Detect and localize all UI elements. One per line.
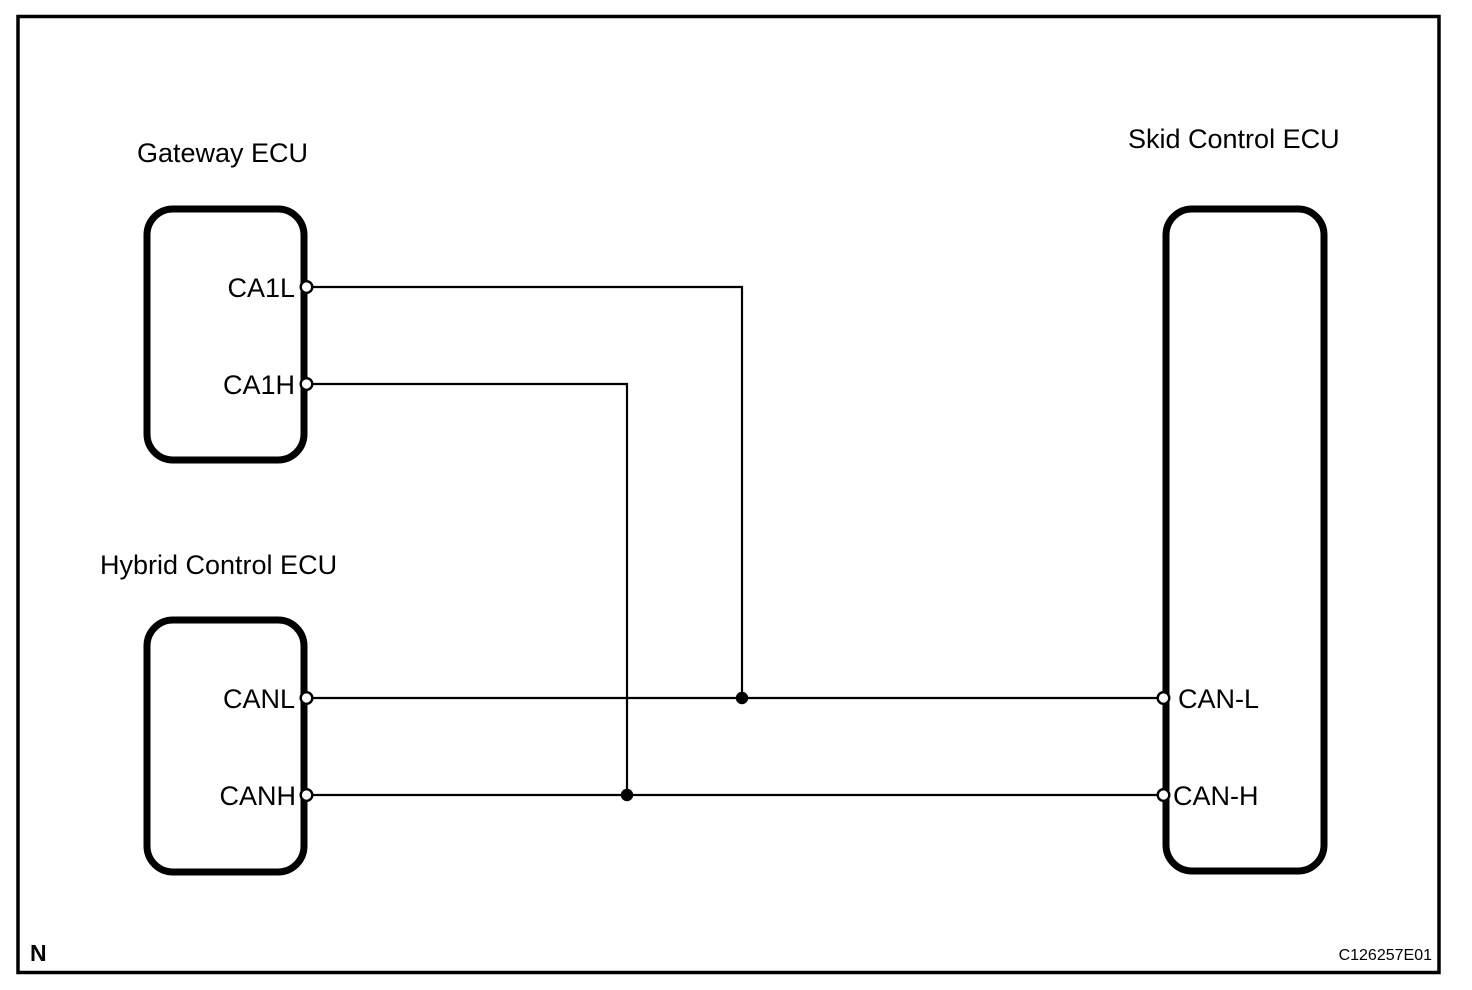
wire-ca1h-to-canh-bus	[306, 382, 629, 795]
gateway-ecu-title: Gateway ECU	[137, 138, 308, 168]
page-border	[16, 14, 1441, 975]
skid-ecu-box	[1162, 205, 1328, 875]
wire-ca1l-to-canl-bus	[306, 285, 744, 698]
hybrid-pin-canh-label: CANH	[219, 781, 296, 811]
gateway-pin-ca1h-terminal	[299, 377, 314, 392]
note-label: N	[30, 940, 47, 966]
skid-ecu-title: Skid Control ECU	[1128, 124, 1340, 154]
skid-pin-canh-label: CAN-H	[1173, 781, 1259, 811]
hybrid-ecu-box	[143, 616, 308, 876]
gateway-pin-ca1l-terminal	[299, 280, 314, 295]
skid-pin-canl-terminal	[1156, 691, 1171, 706]
hybrid-ecu-title: Hybrid Control ECU	[100, 550, 337, 580]
hybrid-pin-canl-terminal	[299, 691, 314, 706]
skid-pin-canh-terminal	[1156, 788, 1171, 803]
hybrid-pin-canl-label: CANL	[223, 684, 295, 714]
skid-pin-canl-label: CAN-L	[1178, 684, 1259, 714]
gateway-ecu-box	[143, 205, 308, 464]
hybrid-pin-canh-terminal	[299, 788, 314, 803]
junction-dot-canh	[620, 788, 634, 802]
gateway-pin-ca1l-label: CA1L	[227, 273, 295, 303]
figure-code: C126257E01	[1339, 947, 1433, 964]
gateway-pin-ca1h-label: CA1H	[223, 370, 295, 400]
junction-dot-canl	[735, 691, 749, 705]
